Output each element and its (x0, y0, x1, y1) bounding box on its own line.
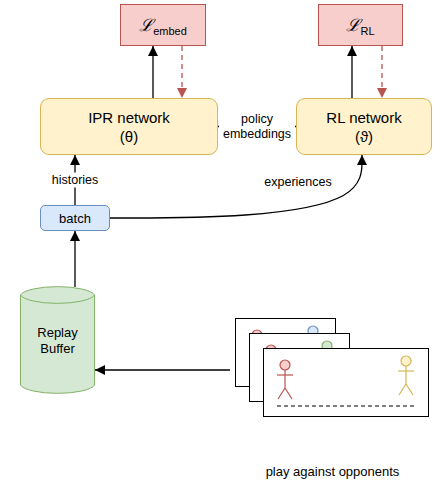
node-label: RL network (326, 108, 401, 127)
network-box: RL network(ϑ) (296, 98, 432, 155)
gradient-arrow (181, 46, 182, 98)
node-label: (ϑ) (355, 127, 373, 146)
game-cards: play against opponents (230, 316, 435, 481)
node-label: ℒRL (346, 13, 374, 37)
flow-arrow (74, 231, 75, 287)
gradient-arrow (381, 46, 382, 98)
buffer-cylinder: Replay Buffer (20, 285, 95, 395)
stick-figure (398, 356, 414, 395)
flow-arrow (95, 369, 230, 370)
node-label: play against opponents (266, 464, 400, 479)
flow-arrow (110, 155, 362, 218)
edge-label: histories (50, 173, 101, 188)
node-label: IPR network (88, 108, 170, 127)
flow-arrow (351, 46, 352, 98)
node-label: ℒembed (139, 13, 187, 37)
node-label: Replay Buffer (25, 325, 90, 357)
stick-figure (277, 360, 293, 399)
flow-arrow (152, 46, 153, 98)
card-illustration (230, 316, 435, 481)
network-box: IPR network(θ) (40, 98, 218, 155)
loss-box: ℒRL (318, 4, 403, 46)
cylinder-body (21, 287, 95, 394)
node-label: (θ) (120, 127, 138, 146)
cylinder-rim (21, 295, 95, 303)
loss-box: ℒembed (120, 4, 206, 46)
game-card (264, 349, 429, 417)
edge-label: experiences (262, 175, 333, 190)
node-label: batch (59, 211, 91, 226)
edge-label: policy embeddings (219, 112, 295, 142)
batch-box: batch (40, 205, 110, 231)
